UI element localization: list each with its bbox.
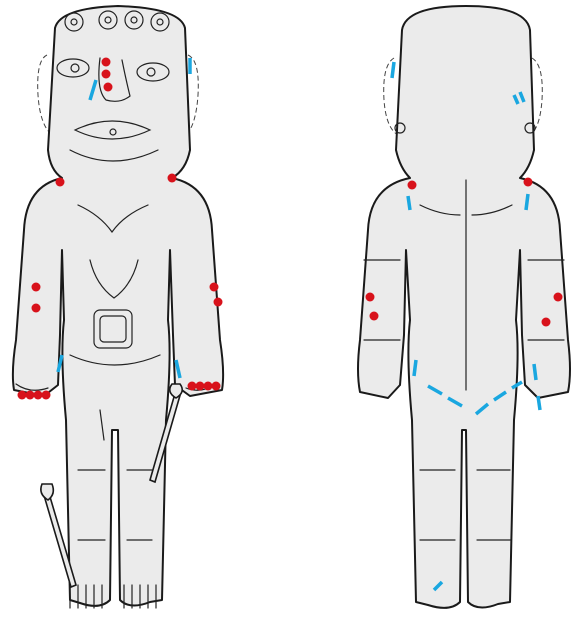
red-dot [26,391,35,400]
blue-dash [392,62,394,78]
red-dot [524,178,533,187]
red-dot [56,178,65,187]
blue-dash [526,194,528,210]
red-dot [34,391,43,400]
red-dot [104,83,113,92]
red-dot [188,382,197,391]
red-dot [32,283,41,292]
red-dot [212,382,221,391]
red-dot [542,318,551,327]
back-body-outline [358,6,570,608]
red-dot [370,312,379,321]
back-left-ear [384,58,398,135]
back-view [358,6,570,608]
front-body-outline [13,6,223,606]
red-dot [554,293,563,302]
red-dot [366,293,375,302]
red-dot [214,298,223,307]
red-dot [196,382,205,391]
blue-dash [538,396,540,410]
blue-dash [414,360,416,376]
red-dot [42,391,51,400]
red-dot [408,181,417,190]
red-dot [102,58,111,67]
blue-dash [408,196,410,210]
red-dot [204,382,213,391]
red-dot [168,174,177,183]
red-dot [32,304,41,313]
red-dot [18,391,27,400]
front-view [13,6,223,608]
red-dot [210,283,219,292]
red-dot [102,70,111,79]
blue-dash [534,364,536,380]
